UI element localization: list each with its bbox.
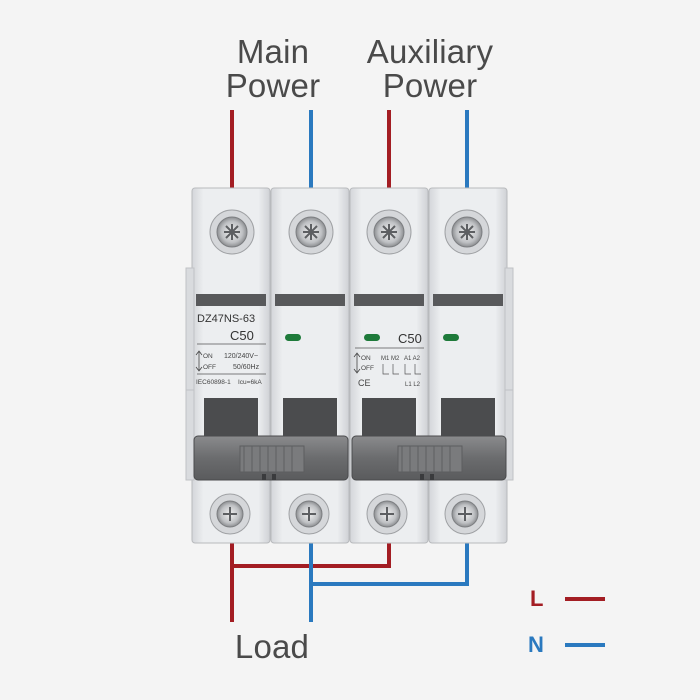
legend-neutral-letter: N: [528, 632, 544, 657]
on-off-arrow-icon: [195, 350, 203, 372]
off-label-right: OFF: [361, 365, 374, 372]
main-power-label: Main Power: [218, 35, 328, 103]
auxiliary-power-label: Auxiliary Power: [355, 35, 505, 103]
terminal-screw-icon: [444, 493, 486, 535]
icu-label: Icu=6kA: [238, 379, 262, 386]
aux-contact-symbol: [382, 364, 421, 375]
frequency-label: 50/60Hz: [233, 364, 260, 371]
on-label-right: ON: [361, 355, 371, 362]
legend-live-letter: L: [530, 586, 544, 611]
label-strip: [433, 294, 503, 306]
label-strip: [275, 294, 345, 306]
aux-terminals-bottom: L1 L2: [405, 382, 421, 388]
main-power-line2: Power: [225, 67, 321, 104]
terminal-screw-icon: [366, 209, 412, 255]
on-label-left: ON: [203, 353, 213, 360]
status-indicator: [285, 334, 301, 341]
on-off-arrow-icon: [353, 352, 361, 374]
label-strip: [196, 294, 266, 306]
aux-terminals-top: M1 M2 A1 A2: [381, 356, 421, 362]
main-power-line1: Main: [236, 33, 310, 70]
bottom-terminals: [209, 493, 486, 535]
ce-mark: CE: [358, 378, 371, 388]
terminal-screw-icon: [288, 493, 330, 535]
rating-left: C50: [230, 328, 254, 343]
load-label: Load: [234, 628, 310, 665]
standard-label: IEC60898-1: [196, 379, 231, 386]
status-indicator: [443, 334, 459, 341]
model-label: DZ47NS-63: [197, 313, 255, 325]
terminal-screw-icon: [366, 493, 408, 535]
terminal-screw-icon: [209, 493, 251, 535]
rating-right: C50: [398, 331, 422, 346]
breaker-handle-left[interactable]: [193, 435, 349, 481]
top-terminals: [209, 209, 490, 255]
label-strip: [354, 294, 424, 306]
voltage-label: 120/240V~: [224, 353, 258, 360]
breaker-handle-right[interactable]: [351, 435, 507, 481]
legend-neutral-line: [565, 643, 605, 647]
terminal-screw-icon: [209, 209, 255, 255]
legend-live-line: [565, 597, 605, 601]
aux-power-line2: Power: [382, 67, 478, 104]
aux-power-line1: Auxiliary: [366, 33, 494, 70]
off-label-left: OFF: [203, 364, 216, 371]
terminal-screw-icon: [444, 209, 490, 255]
terminal-screw-icon: [288, 209, 334, 255]
toggle-housings: [204, 398, 495, 438]
status-indicator: [364, 334, 380, 341]
